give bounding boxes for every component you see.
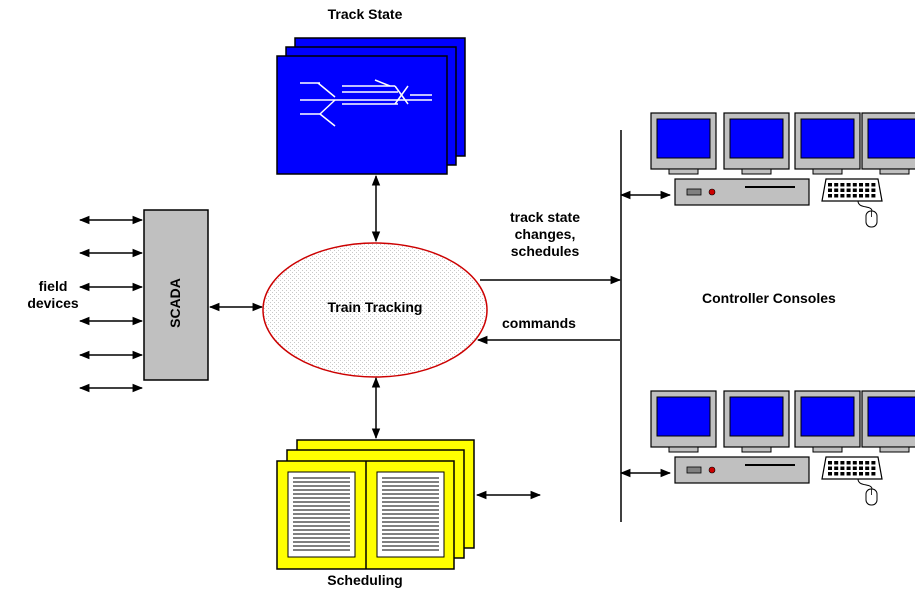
computer-unit (674, 178, 810, 206)
flow-in-label: commands (502, 315, 576, 331)
scheduling-title: Scheduling (327, 572, 403, 588)
keyboard (821, 178, 883, 202)
flow-out-line-3: schedules (510, 243, 580, 259)
mouse (857, 200, 878, 228)
monitor (650, 112, 717, 175)
controller-console-bottom (650, 390, 915, 506)
monitor (861, 112, 915, 175)
monitor (723, 390, 790, 453)
flow-out-line-1: track state (509, 209, 581, 225)
monitor (723, 112, 790, 175)
mouse (857, 478, 878, 506)
train-tracking-label: Train Tracking (327, 299, 423, 315)
field-devices-label: field devices (18, 278, 88, 312)
flow-out-line-2: changes, (514, 226, 576, 242)
monitor (794, 390, 861, 453)
connectors (78, 130, 672, 522)
monitor (794, 112, 861, 175)
field-devices-line-1: field (38, 278, 68, 294)
monitor (650, 390, 717, 453)
track-state-screens (276, 37, 466, 175)
track-state-title: Track State (327, 6, 403, 22)
controller-console-top (650, 112, 915, 228)
scada-box (143, 209, 209, 381)
keyboard (821, 456, 883, 480)
scheduling-documents (276, 439, 475, 570)
monitor (861, 390, 915, 453)
track-layout-icon (300, 79, 432, 127)
flow-out-label: track state changes, schedules (495, 209, 595, 260)
scada-label: SCADA (167, 278, 183, 328)
computer-unit (674, 456, 810, 484)
field-devices-line-2: devices (27, 295, 79, 311)
controller-consoles-label: Controller Consoles (702, 290, 836, 306)
